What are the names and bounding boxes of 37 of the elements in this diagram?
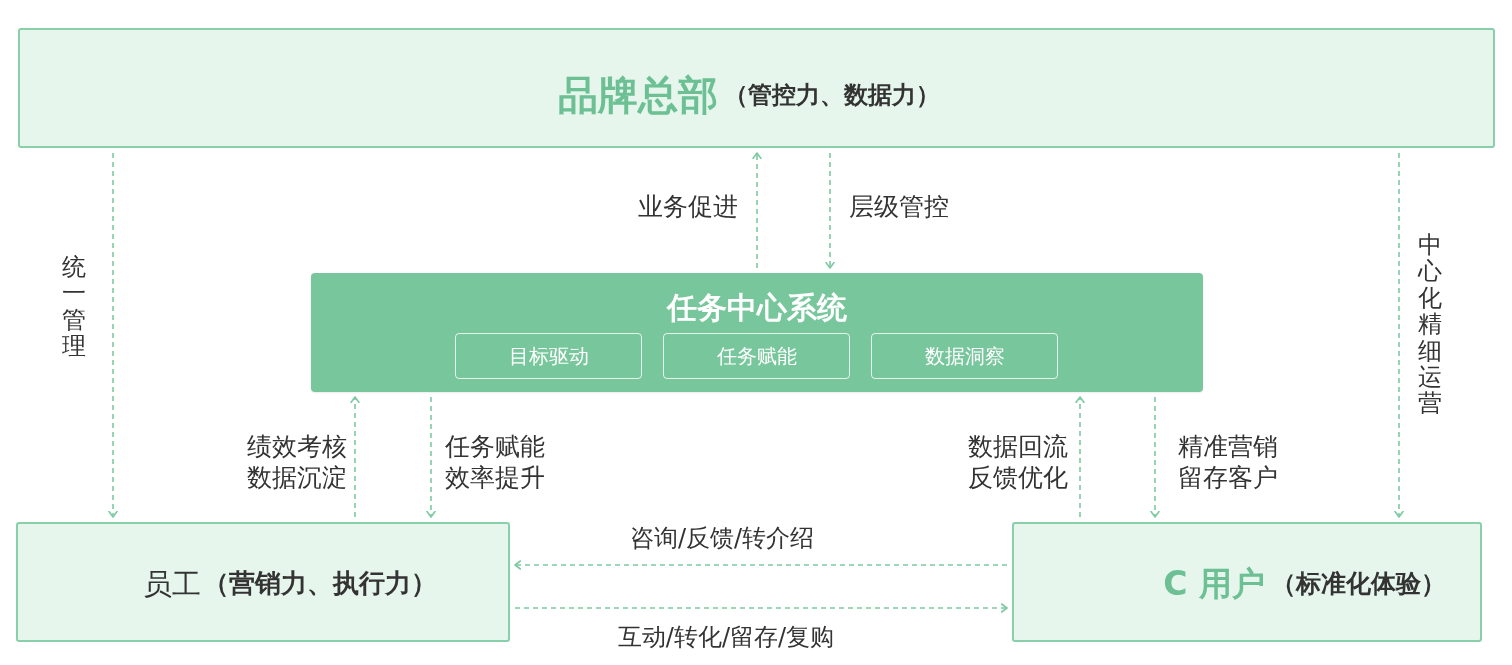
box-title: 员工 — [143, 566, 201, 602]
edge-label: 精准营销留存客户 — [1178, 431, 1278, 494]
arrow — [752, 152, 762, 269]
feature-label: 数据洞察 — [924, 344, 1005, 368]
header-box — [18, 28, 1495, 148]
arrow — [1394, 152, 1404, 518]
arrow — [514, 560, 1008, 570]
feature-label: 任务赋能 — [716, 344, 797, 368]
arrow — [1150, 396, 1160, 518]
edge-label: 互动/转化/留存/复购 — [617, 622, 835, 652]
arrow — [825, 152, 835, 269]
role-box — [16, 522, 510, 642]
edge-label: 业务促进 — [638, 191, 738, 223]
box-subtitle: （标准化体验） — [1271, 569, 1446, 599]
panel-title: 任务中心系统 — [667, 290, 847, 326]
box-subtitle: （营销力、执行力） — [203, 568, 437, 600]
edge-label: 绩效考核数据沉淀 — [247, 431, 347, 494]
arrow — [514, 603, 1008, 613]
box-title: 品牌总部 — [557, 71, 718, 119]
feature-label: 目标驱动 — [508, 344, 589, 368]
feature-box — [663, 333, 850, 379]
system-panel — [311, 273, 1203, 392]
edge-label: 层级管控 — [849, 191, 949, 223]
feature-box — [455, 333, 642, 379]
box-subtitle: （管控力、数据力） — [723, 80, 940, 110]
edge-label: 中心化精细运营 — [1418, 232, 1442, 417]
edge-label: 统一管理 — [62, 254, 86, 360]
box-title: C 用户 — [1163, 564, 1265, 604]
arrow — [350, 396, 360, 518]
edge-label: 咨询/反馈/转介绍 — [629, 523, 815, 553]
arrow — [108, 152, 118, 518]
edge-label: 数据回流反馈优化 — [968, 431, 1068, 494]
arrow — [426, 396, 436, 518]
role-box — [1012, 522, 1482, 642]
feature-box — [871, 333, 1058, 379]
edge-label: 任务赋能效率提升 — [445, 431, 545, 494]
arrow — [1075, 396, 1085, 518]
